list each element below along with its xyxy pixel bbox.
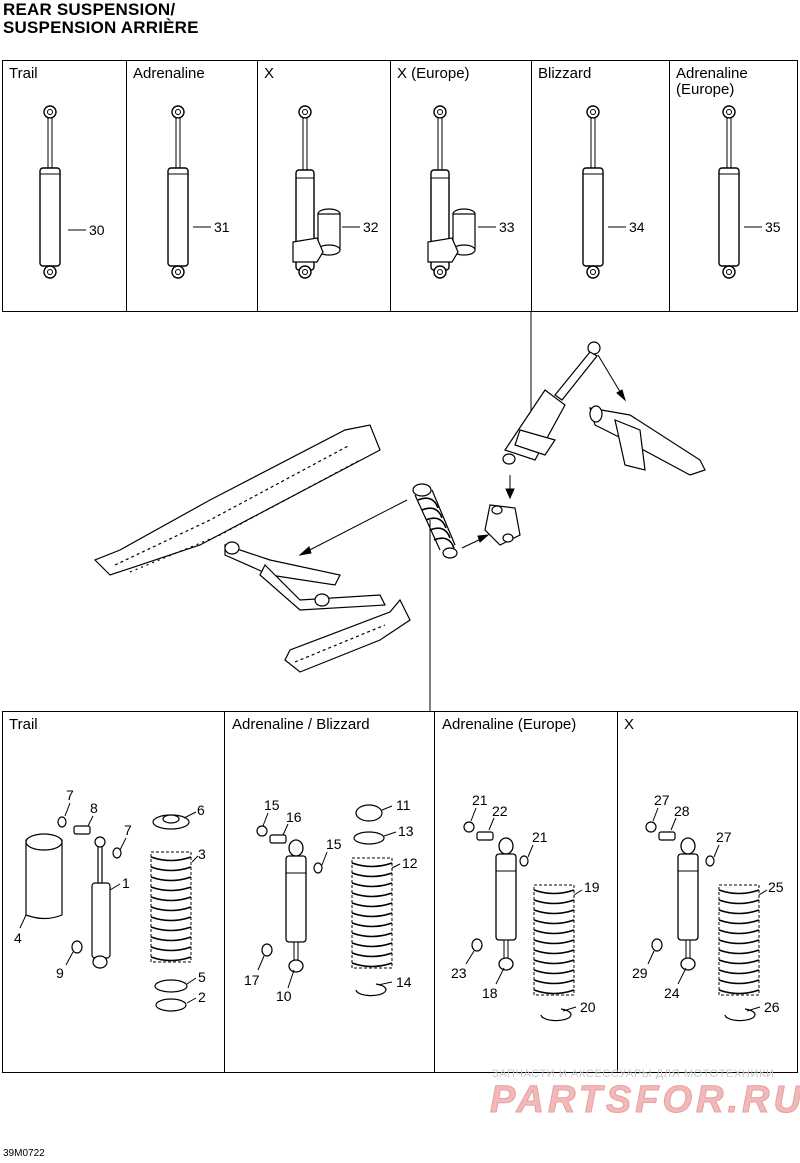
callout: 2: [198, 989, 206, 1005]
panel-label: X (Europe): [397, 65, 470, 82]
callout: 28: [674, 803, 690, 819]
callout: 7: [124, 822, 132, 838]
callout: 25: [768, 879, 784, 895]
callout: 24: [664, 985, 680, 1001]
panel-label: Adrenaline (Europe): [442, 716, 577, 733]
callout: 1: [122, 875, 130, 891]
callout-31: 31: [214, 219, 230, 235]
rear-shock-upper: [502, 341, 601, 465]
drawing-code: 39M0722: [3, 1148, 45, 1159]
panel-label: X: [624, 716, 635, 733]
rear-arm: [589, 405, 706, 476]
callout: 19: [584, 879, 600, 895]
suspension-rail-upper: [93, 424, 381, 576]
callout: 16: [286, 809, 302, 825]
callout: 4: [14, 930, 22, 946]
callout: 21: [532, 829, 548, 845]
center-shock: [412, 483, 458, 559]
callout: 27: [654, 792, 670, 808]
panel-label: Adrenaline / Blizzard: [232, 716, 370, 733]
callout: 15: [264, 797, 280, 813]
panel-label: Trail: [9, 65, 38, 82]
adrenaline-blizzard-parts: [256, 804, 387, 997]
trail-parts: [25, 814, 190, 1012]
front-arm: [224, 541, 386, 611]
callout: 29: [632, 965, 648, 981]
suspension-rail-lower: [284, 598, 411, 673]
callout-33: 33: [499, 219, 515, 235]
callout: 10: [276, 988, 292, 1004]
callout: 13: [398, 823, 414, 839]
callout: 20: [580, 999, 596, 1015]
callout-30: 30: [89, 222, 105, 238]
callout-32: 32: [363, 219, 379, 235]
panel-label: Adrenaline: [133, 65, 205, 82]
callout: 21: [472, 792, 488, 808]
callout: 18: [482, 985, 498, 1001]
bottom-panel-x: X: [617, 711, 798, 1073]
callout: 17: [244, 972, 260, 988]
callout: 14: [396, 974, 412, 990]
callout: 22: [492, 803, 508, 819]
panel-label: Blizzard: [538, 65, 592, 82]
callout: 9: [56, 965, 64, 981]
watermark-caption: ЗАПЧАСТИ И АКСЕССУАРЫ ДЛЯ МОТОТЕХНИКИ: [492, 1068, 775, 1080]
callout: 15: [326, 836, 342, 852]
callout: 12: [402, 855, 418, 871]
callout-35: 35: [765, 219, 781, 235]
title-line-2: SUSPENSION ARRIÈRE: [3, 18, 199, 37]
callout: 11: [396, 797, 411, 813]
callout: 5: [198, 969, 206, 985]
adrenaline-europe-parts: [463, 821, 572, 1022]
watermark-logo: PARTSFOR.RU: [490, 1079, 800, 1122]
callout-34: 34: [629, 219, 645, 235]
callout: 6: [197, 802, 205, 818]
panel-label: X: [264, 65, 275, 82]
callout: 27: [716, 829, 732, 845]
top-panel-adrenaline-europe: Adrenaline (Europe): [669, 60, 798, 312]
panel-label: Adrenaline (Europe): [676, 65, 748, 98]
callout: 23: [451, 965, 467, 981]
callout: 3: [198, 846, 206, 862]
panel-label: Trail: [9, 716, 38, 733]
callout: 8: [90, 800, 98, 816]
page-title: REAR SUSPENSION/ SUSPENSION ARRIÈRE: [3, 1, 199, 37]
link-bracket: [484, 504, 521, 546]
callout: 26: [764, 999, 780, 1015]
title-line-1: REAR SUSPENSION/: [3, 0, 176, 19]
callout: 7: [66, 787, 74, 803]
x-parts: [645, 821, 756, 1022]
